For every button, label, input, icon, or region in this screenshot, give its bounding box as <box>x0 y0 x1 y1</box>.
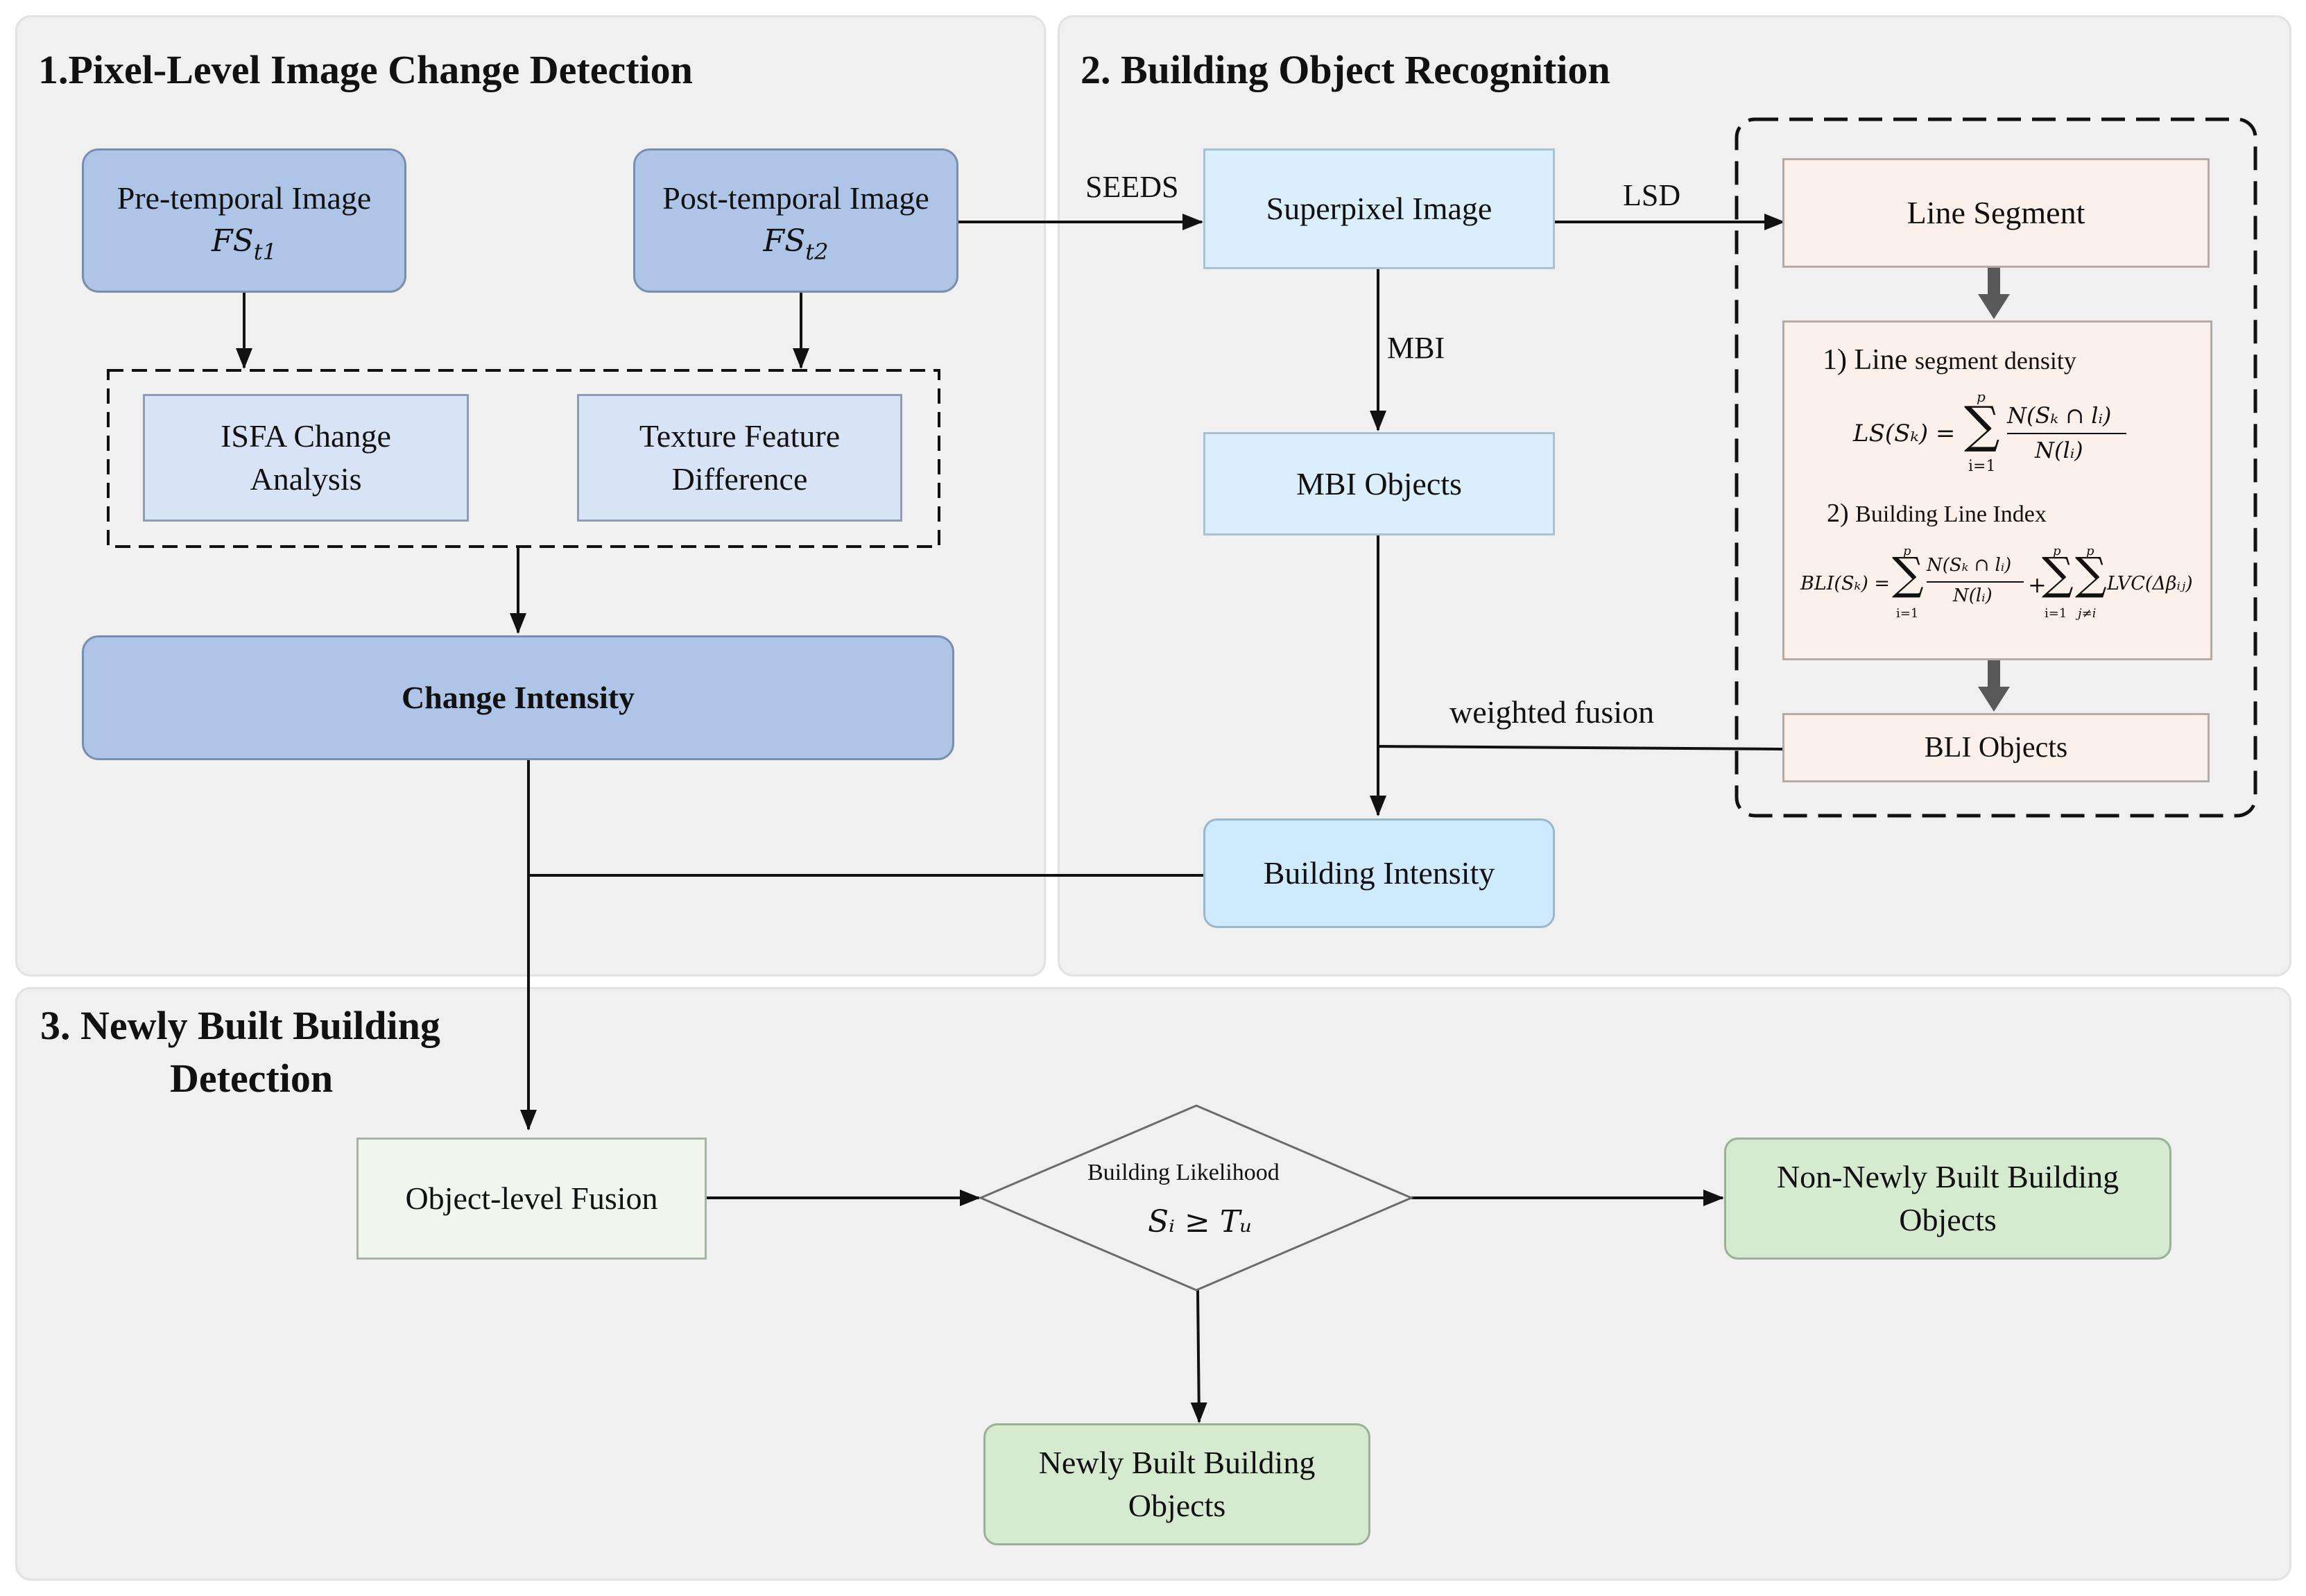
ls-lhs: LS(Sₖ) = <box>1853 420 1956 447</box>
pre-temporal-image-label: Pre-temporal Image <box>117 180 372 216</box>
mbi-objects-label: MBI Objects <box>1296 465 1462 501</box>
texture-line2: Difference <box>671 461 808 497</box>
edge-label-seeds: SEEDS <box>1085 170 1179 204</box>
superpixel-label: Superpixel Image <box>1266 191 1492 226</box>
isfa-line2: Analysis <box>250 461 362 497</box>
formula-ls: LS(Sₖ) = p ∑ i=1 N(Sₖ ∩ lᵢ) N(lᵢ) <box>1853 388 2200 479</box>
superpixel-image-node: Superpixel Image <box>1203 148 1555 269</box>
panel1-title: 1.Pixel-Level Image Change Detection <box>38 47 693 92</box>
non-newly-line2: Objects <box>1899 1202 1997 1237</box>
edge-label-mbi: MBI <box>1387 331 1445 365</box>
formula-2-title: 2) Building Line Index <box>1827 499 2047 528</box>
post-temporal-image-label: Post-temporal Image <box>662 180 929 216</box>
ls-numerator: N(Sₖ ∩ lᵢ) <box>2007 402 2112 429</box>
dashed-analysis-group <box>107 369 940 548</box>
post-temporal-image-node: Post-temporal Image FSt2 <box>633 148 958 293</box>
change-intensity-label: Change Intensity <box>401 680 635 715</box>
newly-line2: Objects <box>1128 1488 1226 1523</box>
ls-sum-symbol: ∑ <box>1964 395 2000 454</box>
post-temporal-symbol: FSt2 <box>763 223 829 265</box>
panel-newly-built-building-detection <box>15 987 2291 1581</box>
edge-label-lsd: LSD <box>1623 178 1681 212</box>
change-intensity-node: Change Intensity <box>82 635 954 760</box>
bli-denominator: N(lᵢ) <box>1953 585 1993 606</box>
bli-lhs: BLI(Sₖ) = <box>1800 573 1891 594</box>
ls-fraction-bar <box>2007 433 2126 434</box>
newly-line1: Newly Built Building <box>1038 1445 1316 1480</box>
dashed-line-group <box>1735 117 2257 818</box>
building-intensity-label: Building Intensity <box>1263 855 1495 891</box>
panel3-title-line2: Detection <box>170 1056 334 1101</box>
formula-bli: BLI(Sₖ) = p ∑ i=1 N(Sₖ ∩ lᵢ) N(lᵢ) + p ∑… <box>1800 544 2193 621</box>
panel3-title-line1: 3. Newly Built Building <box>40 1003 440 1048</box>
texture-feature-difference-node: Texture Feature Difference <box>577 394 902 522</box>
line-weighted-fusion <box>1377 745 1783 750</box>
likelihood-diamond <box>978 1104 1414 1292</box>
panel2-title: 2. Building Object Recognition <box>1081 47 1610 92</box>
object-level-fusion-label: Object-level Fusion <box>405 1181 658 1216</box>
likelihood-label: Building Likelihood <box>1087 1160 1280 1185</box>
bli-numerator: N(Sₖ ∩ lᵢ) <box>1927 555 2012 576</box>
bli-objects-label: BLI Objects <box>1924 732 2068 764</box>
non-newly-line1: Non-Newly Built Building <box>1776 1159 2119 1194</box>
likelihood-formula: Sᵢ ≥ Tᵤ <box>1148 1204 1253 1239</box>
ls-denominator: N(lᵢ) <box>2035 437 2083 463</box>
thick-arrows <box>1978 268 2010 712</box>
building-intensity-node: Building Intensity <box>1203 818 1555 928</box>
arrow-to-newly <box>1190 1289 1207 1423</box>
formula-1-title: 1) Line segment density <box>1823 344 2076 376</box>
mbi-objects-node: MBI Objects <box>1203 432 1555 535</box>
non-newly-built-building-node: Non-Newly Built Building Objects <box>1724 1138 2171 1260</box>
isfa-line1: ISFA Change <box>221 418 391 454</box>
line-segment-label: Line Segment <box>1907 195 2085 230</box>
pre-temporal-image-node: Pre-temporal Image FSt1 <box>82 148 406 293</box>
bli-tail: LVC(Δβᵢⱼ) <box>2107 573 2193 594</box>
edge-label-weighted-fusion: weighted fusion <box>1449 694 1655 730</box>
bli-sum1-symbol: ∑ <box>1892 549 1924 600</box>
bli-sum2-symbol: ∑ <box>2042 549 2074 600</box>
isfa-change-analysis-node: ISFA Change Analysis <box>143 394 469 522</box>
formula-box <box>1782 320 2212 660</box>
line-segment-node: Line Segment <box>1782 158 2210 268</box>
pre-temporal-symbol: FSt1 <box>212 223 277 265</box>
newly-built-building-node: Newly Built Building Objects <box>983 1423 1370 1545</box>
bli-fraction-bar <box>1927 581 2024 583</box>
bli-sum3-symbol: ∑ <box>2075 549 2107 600</box>
texture-line1: Texture Feature <box>639 418 841 454</box>
object-level-fusion-node: Object-level Fusion <box>356 1138 707 1260</box>
bli-objects-node: BLI Objects <box>1782 713 2210 782</box>
